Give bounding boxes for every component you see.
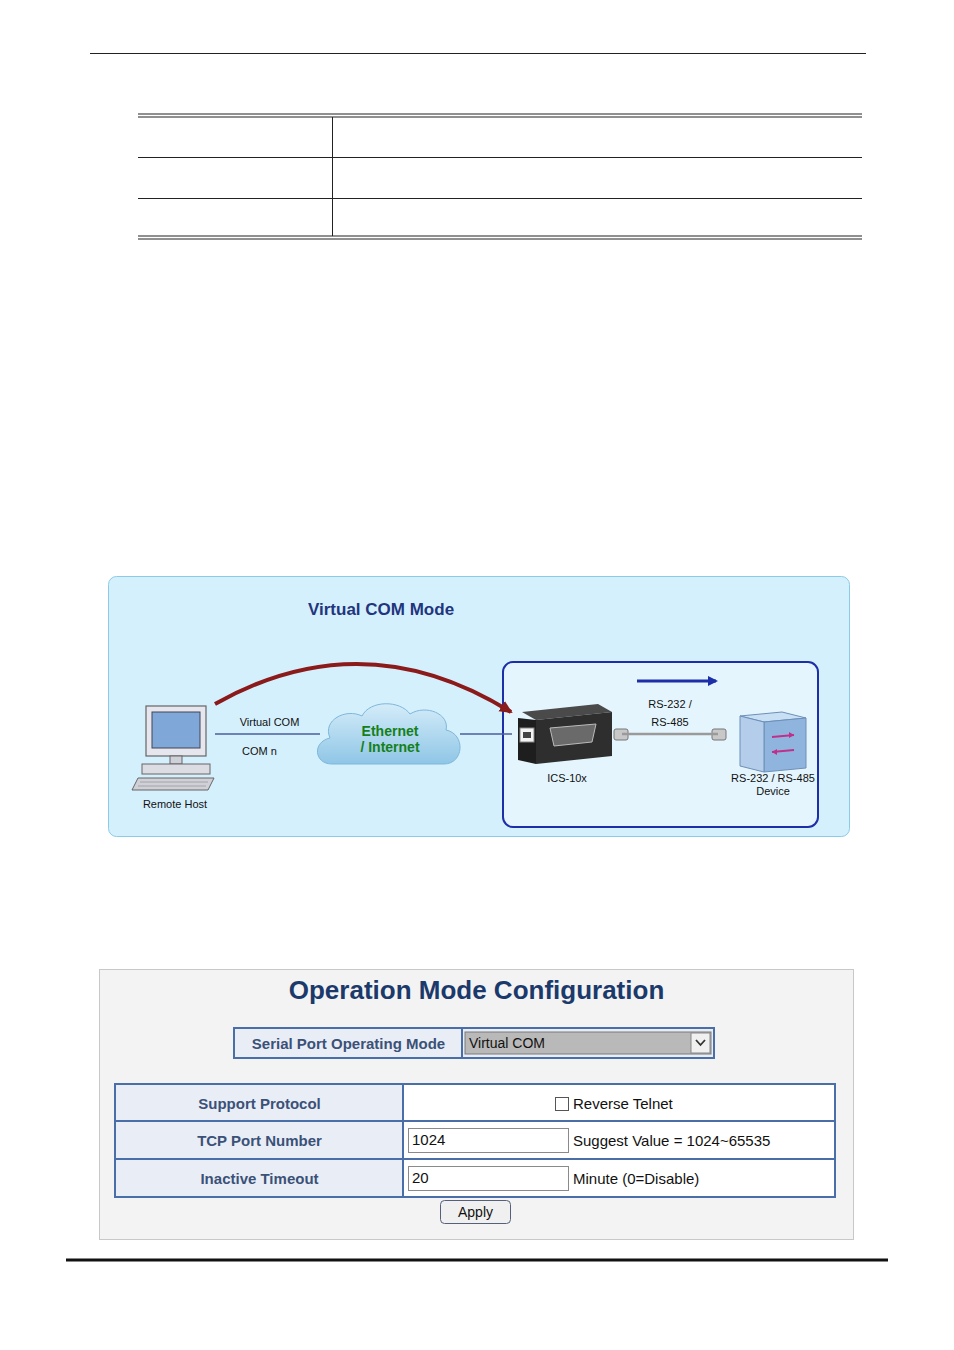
connector-line [215, 733, 320, 735]
form-label: Minute (0=Disable) [573, 1170, 699, 1187]
edge-label: Virtual COM [240, 716, 300, 728]
device-group-box [503, 662, 818, 827]
form-label: Reverse Telnet [573, 1095, 673, 1112]
footer-rule [66, 1259, 888, 1262]
config-form-art [100, 970, 854, 1240]
label-holder: COM n [242, 741, 277, 759]
form-label: COM n [242, 745, 277, 757]
node-label: Virtual COM Mode [308, 600, 454, 620]
form-label: Suggest Value = 1024~65535 [573, 1132, 770, 1149]
form-label: 1024 [412, 1131, 445, 1148]
label-holder: Serial Port Operating Mode [235, 1028, 462, 1058]
header-rule [90, 53, 866, 54]
edge-label-holder: Virtual COM [230, 712, 310, 730]
form-label: 20 [412, 1169, 429, 1186]
form-label: Apply [458, 1204, 493, 1220]
rs232-device [740, 712, 806, 772]
connector-line [622, 733, 718, 736]
edge-label-holder: RS-232 / RS-485 [644, 694, 696, 730]
diagram-panel [109, 577, 850, 837]
device-server-node: ICS-10x [512, 700, 622, 784]
connector-line [460, 733, 512, 735]
serial-device-node: RS-232 / RS-485 Device [718, 708, 828, 798]
form-label: Inactive Timeout [200, 1170, 318, 1187]
diagram-panel-node: Virtual COM ModeEthernet / InternetRemot… [108, 576, 850, 837]
label-holder: 20 [412, 1169, 429, 1187]
form-label: TCP Port Number [197, 1132, 322, 1149]
edge-label: RS-232 / RS-485 [648, 698, 691, 728]
label-holder: Minute (0=Disable) [573, 1170, 699, 1188]
node-label: Remote Host [125, 798, 225, 810]
cable-plugs [614, 729, 726, 740]
cloud-node: Ethernet / Internet [320, 708, 460, 770]
direction-arrow [637, 680, 716, 683]
form-label: Serial Port Operating Mode [252, 1035, 445, 1052]
empty-table [138, 114, 862, 239]
connector-line [215, 664, 511, 712]
cloud-shape [317, 704, 460, 764]
node-label: ICS-10x [512, 772, 622, 784]
label-holder: Virtual COM [469, 1034, 545, 1052]
label-holder: Inactive Timeout [116, 1160, 403, 1197]
node-label: RS-232 / RS-485 Device [718, 772, 828, 798]
node-label: Ethernet / Internet [358, 723, 422, 755]
form-label: Virtual COM [469, 1035, 545, 1051]
form-label: Support Protocol [198, 1095, 321, 1112]
host-node: Remote Host [135, 704, 215, 810]
label-holder: TCP Port Number [116, 1122, 403, 1159]
computer-icon [132, 706, 214, 790]
label-holder: 1024 [412, 1131, 445, 1149]
serial-server-device [518, 704, 612, 764]
label-holder: Support Protocol [116, 1085, 403, 1121]
label-holder: Suggest Value = 1024~65535 [573, 1132, 770, 1150]
label-holder: Reverse Telnet [573, 1095, 673, 1113]
label-holder: Apply [440, 1200, 511, 1224]
node-label: Operation Mode Configuration [289, 975, 665, 1006]
